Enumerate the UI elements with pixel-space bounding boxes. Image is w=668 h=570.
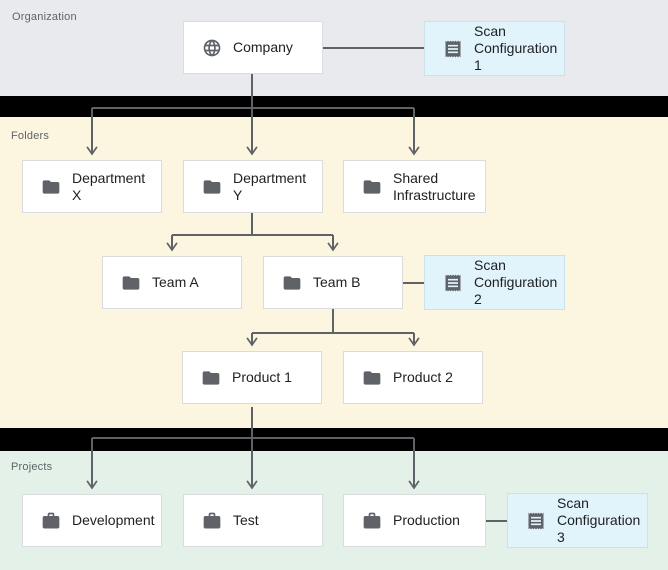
node-production: Production	[343, 494, 486, 547]
folder-icon	[282, 273, 302, 293]
node-product-1: Product 1	[182, 351, 322, 404]
node-label: Team A	[152, 274, 199, 290]
folder-icon	[41, 177, 61, 197]
node-label: Scan Configuration 1	[474, 23, 558, 73]
folder-icon	[121, 273, 141, 293]
folder-icon	[202, 177, 222, 197]
divider-bar-top	[0, 96, 668, 117]
node-label: Production	[393, 512, 460, 528]
node-label: Scan Configuration 2	[474, 257, 558, 307]
node-label: Product 2	[393, 369, 453, 385]
folder-icon	[201, 368, 221, 388]
projects-section-label: Projects	[11, 461, 53, 473]
folders-section-label: Folders	[11, 130, 50, 142]
node-label: Test	[233, 512, 259, 528]
node-label: Shared Infrastructure	[393, 169, 476, 203]
node-development: Development	[22, 494, 162, 547]
node-team-b: Team B	[263, 256, 403, 309]
node-label: Product 1	[232, 369, 292, 385]
node-company: Company	[183, 21, 323, 74]
scan-config-icon	[443, 39, 463, 59]
node-shared-infrastructure: Shared Infrastructure	[343, 160, 486, 213]
node-label: Development	[72, 512, 155, 528]
node-scan-configuration-3: Scan Configuration 3	[507, 493, 648, 548]
briefcase-icon	[41, 511, 61, 531]
briefcase-icon	[202, 511, 222, 531]
organization-section-label: Organization	[12, 11, 77, 23]
node-label: Team B	[313, 274, 361, 290]
node-label: Scan Configuration 3	[557, 495, 641, 545]
divider-bar-bottom	[0, 428, 668, 451]
node-department-x: Department X	[22, 160, 162, 213]
scan-config-icon	[526, 511, 546, 531]
node-department-y: Department Y	[183, 160, 323, 213]
node-team-a: Team A	[102, 256, 242, 309]
scan-config-icon	[443, 273, 463, 293]
node-label: Department X	[72, 169, 146, 203]
folder-icon	[362, 368, 382, 388]
folder-icon	[362, 177, 382, 197]
node-label: Company	[233, 39, 293, 55]
node-product-2: Product 2	[343, 351, 483, 404]
node-label: Department Y	[233, 169, 307, 203]
node-scan-configuration-1: Scan Configuration 1	[424, 21, 565, 76]
node-scan-configuration-2: Scan Configuration 2	[424, 255, 565, 310]
briefcase-icon	[362, 511, 382, 531]
globe-icon	[202, 38, 222, 58]
node-test: Test	[183, 494, 323, 547]
